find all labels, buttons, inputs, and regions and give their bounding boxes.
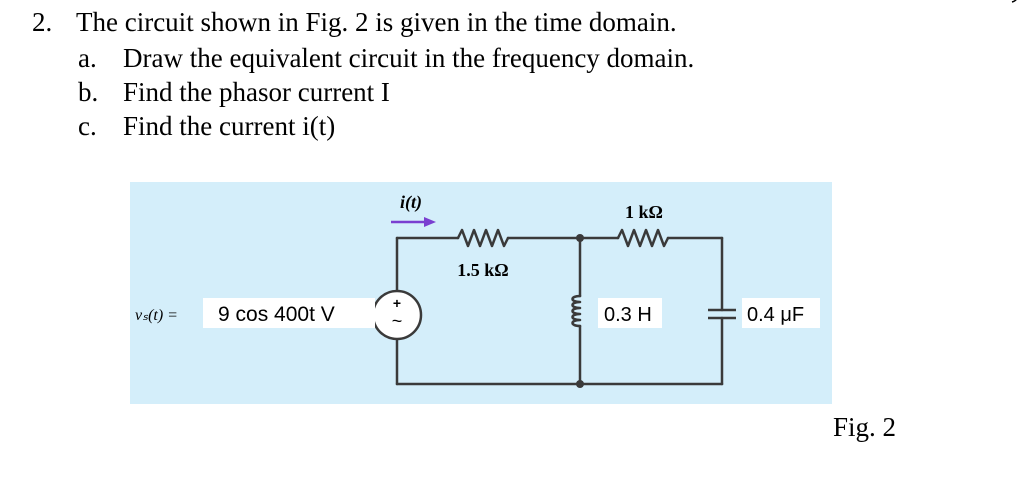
source-value: 9 cos 400t V: [218, 303, 335, 326]
current-arrowhead-icon: [424, 217, 436, 227]
r2-label: 1 kΩ: [625, 202, 663, 222]
part-c: c. Find the current i(t): [78, 110, 335, 142]
capacitor-label: 0.4 μF: [747, 304, 804, 326]
figure-caption: Fig. 2: [833, 412, 897, 442]
problem-number: 2.: [32, 7, 53, 37]
corner-mark: [1011, 0, 1017, 3]
capacitor-c: [708, 308, 736, 320]
part-c-letter: c.: [78, 111, 97, 141]
inductor-label: 0.3 H: [604, 304, 652, 326]
part-b: b. Find the phasor current I: [78, 76, 390, 108]
part-a-letter: a.: [78, 43, 97, 73]
node-bottom: [576, 380, 584, 388]
problem-statement: The circuit shown in Fig. 2 is given in …: [76, 7, 677, 37]
resistor-r2: [616, 228, 670, 248]
part-b-letter: b.: [78, 77, 99, 107]
part-a-text: Draw the equivalent circuit in the frequ…: [123, 43, 695, 73]
problem-statement-line: 2. The circuit shown in Fig. 2 is given …: [32, 6, 677, 38]
part-a: a. Draw the equivalent circuit in the fr…: [78, 42, 694, 74]
source-tilde-sign: ~: [392, 311, 403, 331]
source-label: vₛ(t) =: [135, 307, 178, 324]
current-label: i(t): [400, 192, 422, 213]
resistor-r1: [456, 228, 510, 248]
capacitor-label-box: [742, 298, 820, 328]
source-plus-sign: +: [393, 295, 401, 311]
circuit-panel: [130, 182, 832, 404]
node-top: [576, 234, 584, 242]
part-c-text: Find the current i(t): [123, 111, 336, 141]
source-value-box: [203, 298, 375, 328]
inductor-label-box: [598, 298, 662, 328]
part-b-text: Find the phasor current I: [123, 77, 390, 107]
inductor-l: [571, 294, 582, 328]
r1-label: 1.5 kΩ: [457, 260, 508, 280]
